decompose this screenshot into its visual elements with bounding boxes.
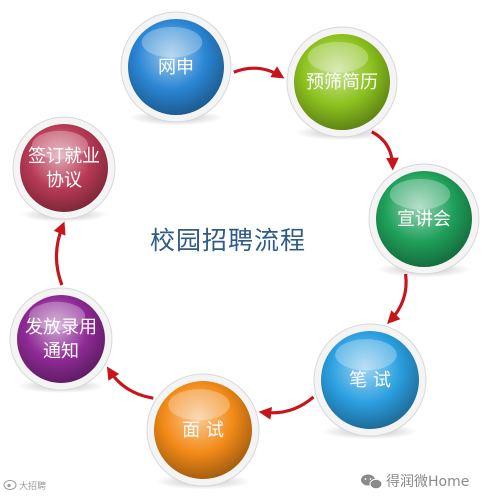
flow-arrow [233,66,285,79]
step-label: 预筛简历 [306,72,378,93]
watermark-left-text: 大招聘 [19,480,46,492]
node-gloss [141,26,203,58]
node-gloss [168,389,230,421]
watermark-right-text: 得润微Home [386,473,469,490]
node-gloss [31,130,89,160]
node-sphere [154,381,252,479]
node-gloss [335,339,397,371]
node-sphere [17,295,105,383]
step-label: 签订就业 [28,146,100,167]
step-label: 发放录用 [25,317,97,338]
step-node-info-session: 宣讲会 [368,163,480,278]
node-sphere [20,124,108,212]
step-label: 宣讲会 [397,209,451,230]
flow-arrow [53,221,66,286]
watermark-right: 得润微Home [361,473,469,490]
weibo-icon [3,480,17,490]
wechat-icon [361,474,383,490]
flow-arrow [387,273,408,324]
node-sphere [321,331,419,429]
flow-arrow [258,395,315,420]
node-sphere [376,171,472,267]
step-node-apply-online: 网申 [120,11,232,126]
step-label: 笔 试 [349,370,391,391]
step-label: 通知 [43,341,79,362]
node-sphere [128,19,224,115]
step-node-written-test: 笔 试 [313,323,427,440]
flow-arrow [106,366,154,400]
step-label: 面 试 [182,420,224,441]
step-label: 协议 [46,170,82,191]
node-gloss [307,41,369,73]
diagram-title: 校园招聘流程 [150,226,306,255]
node-gloss [389,178,451,210]
step-label: 网申 [158,57,194,78]
node-gloss [28,301,86,331]
step-node-interview: 面 试 [146,373,260,490]
node-sphere [294,34,390,130]
watermark-left: 大招聘 [3,480,46,492]
step-node-resume-screening: 预筛简历 [286,26,398,141]
